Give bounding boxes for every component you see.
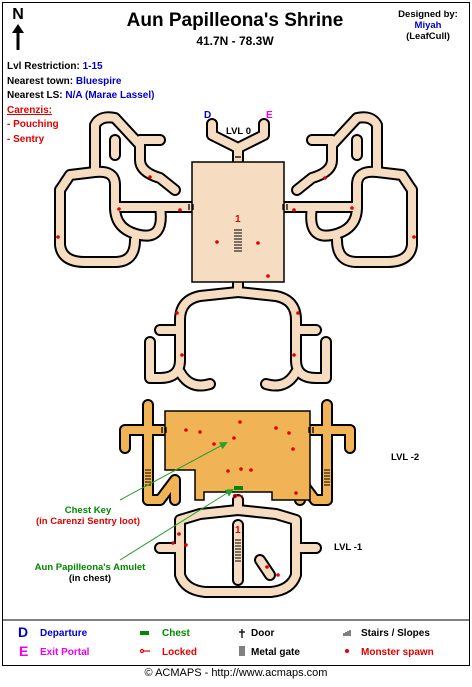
upper-doors: [188, 156, 288, 210]
upper-stairs: [234, 229, 242, 252]
monster-group: Carenzis:: [7, 104, 53, 116]
room-number-bottom: 1: [235, 525, 241, 536]
monster-spawn-dot: [175, 311, 179, 315]
ls-value: N/A (Marae Lassel): [65, 90, 155, 101]
designer-name: Miyah: [414, 20, 442, 31]
monster-spawn-dot: [232, 436, 236, 440]
amulet-title: Aun Papilleona's Amulet: [34, 562, 146, 573]
lvl-value: 1-15: [82, 61, 103, 72]
legend-door-icon: [239, 629, 245, 638]
monster-spawn-dot: [148, 175, 152, 179]
monster-spawn-dot: [184, 543, 188, 547]
monster-spawn-dot: [274, 426, 278, 430]
legend-monster-spawn: Monster spawn: [361, 647, 434, 658]
legend-metal-gate: Metal gate: [251, 647, 300, 658]
legend-chest: Chest: [162, 628, 190, 639]
monster-spawn-dot: [266, 274, 270, 278]
monster-pouching: - Pouching: [7, 119, 59, 130]
designer-block: Designed by: Miyah (LeafCull): [388, 9, 468, 42]
monster-spawn-markers: [56, 175, 416, 577]
monster-spawn-dot: [292, 353, 296, 357]
amulet-arrow: [119, 488, 234, 561]
level-label-minus1: LVL -1: [334, 542, 363, 553]
monster-spawn-dot: [215, 240, 219, 244]
lvl-restriction: Lvl Restriction: 1-15: [7, 60, 154, 75]
legend-stairs: Stairs / Slopes: [361, 628, 430, 639]
monster-spawn-dot: [239, 467, 243, 471]
monster-spawn-dot: [249, 468, 253, 472]
north-label: N: [12, 6, 24, 23]
ls-label: Nearest LS:: [7, 90, 63, 101]
legend-exit-letter: E: [19, 643, 29, 659]
monster-spawn-dot: [184, 428, 188, 432]
legend-locked-icon: [139, 648, 150, 654]
legend-locked: Locked: [162, 647, 198, 658]
legend-door: Door: [251, 628, 275, 639]
monster-spawn-dot: [323, 176, 327, 180]
level-label-0: LVL 0: [226, 126, 251, 137]
monster-spawn-dot: [287, 431, 291, 435]
monster-spawn-dot: [265, 565, 269, 569]
legend-chest-icon: [140, 631, 149, 635]
legend-stairs-icon: [343, 630, 351, 636]
monster-spawn-dot: [180, 353, 184, 357]
departure-marker: D: [204, 110, 212, 121]
monster-spawn-dot: [276, 573, 280, 577]
exit-marker: E: [266, 110, 273, 121]
monster-spawn-dot: [198, 430, 202, 434]
monster-spawn-dot: [226, 469, 230, 473]
amulet-note: Aun Papilleona's Amulet (in chest): [20, 562, 160, 584]
monster-spawn-dot: [291, 447, 295, 451]
monster-spawn-dot: [294, 491, 298, 495]
upper-main-room: [191, 161, 285, 283]
amulet-location: (in chest): [68, 573, 112, 584]
chest-marker: [234, 486, 243, 490]
chest-key-title: Chest Key: [64, 505, 112, 516]
chest-key-note: Chest Key (in Carenzi Sentry loot): [28, 505, 148, 527]
monster-spawn-dot: [296, 311, 300, 315]
monster-spawn-dot: [292, 208, 296, 212]
lower-doors: [161, 427, 314, 433]
monster-spawn-dot: [177, 532, 181, 536]
lower-stairs: [145, 469, 330, 562]
chest-key-arrow: [119, 442, 228, 501]
legend-monster-spawn-icon: [345, 649, 349, 653]
monster-spawn-dot: [178, 208, 182, 212]
chest-key-location: (in Carenzi Sentry loot): [36, 516, 140, 527]
level-label-minus2: LVL -2: [391, 452, 420, 463]
monster-spawn-dot: [171, 541, 175, 545]
monster-spawn-dot: [350, 206, 354, 210]
monster-spawn-dot: [117, 207, 121, 211]
north-arrow: N: [9, 6, 27, 50]
legend-exit: Exit Portal: [40, 647, 90, 658]
designer-handle: (LeafCull): [406, 31, 450, 42]
legend-departure-letter: D: [18, 624, 29, 640]
room-number-top: 1: [235, 214, 241, 225]
coordinates: 41.7N - 78.3W: [196, 34, 274, 48]
town-label: Nearest town:: [7, 75, 74, 87]
footer-credit: © ACMAPS - http://www.acmaps.com: [144, 667, 328, 679]
page-title: Aun Papilleona's Shrine: [126, 10, 344, 31]
lvl-label: Lvl Restriction:: [7, 61, 80, 72]
nearest-ls: Nearest LS: N/A (Marae Lassel): [7, 89, 154, 104]
legend-metal-gate-icon: [239, 646, 245, 656]
north-arrow-icon: [12, 24, 24, 50]
monster-spawn-dot: [238, 420, 242, 424]
monster-sentry: - Sentry: [7, 133, 45, 145]
legend-departure: Departure: [40, 628, 88, 639]
monster-spawn-dot: [212, 442, 216, 446]
monster-spawn-dot: [56, 235, 60, 239]
upper-level-corridors: [54, 111, 418, 392]
monster-spawn-dot: [256, 241, 260, 245]
lower-level-corridors: [119, 399, 356, 598]
monster-spawn-dot: [412, 235, 416, 239]
designed-by-label: Designed by:: [398, 9, 458, 20]
info-block: Lvl Restriction: 1-15 Nearest town: Blue…: [7, 60, 154, 147]
nearest-town: Nearest town: Bluespire: [7, 75, 154, 90]
town-value: Bluespire: [75, 75, 122, 87]
